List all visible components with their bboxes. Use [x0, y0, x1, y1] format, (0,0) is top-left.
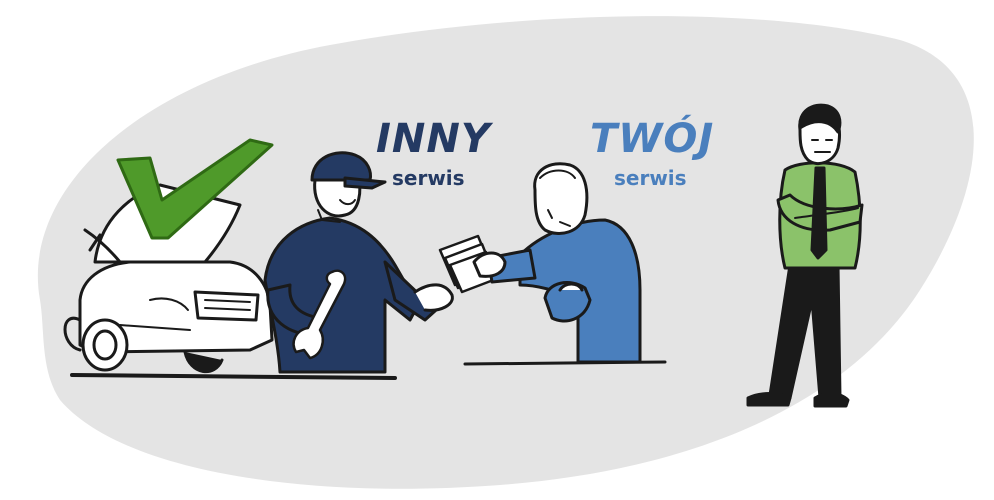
customer-illustration — [472, 162, 642, 364]
checkmark-icon — [116, 138, 274, 240]
other-service-subtitle: serwis — [392, 166, 465, 190]
ground-line-left — [70, 373, 397, 380]
wrench-icon — [292, 269, 347, 360]
man-in-green-illustration — [746, 103, 864, 408]
other-service-title: INNY — [376, 116, 491, 162]
your-service-subtitle: serwis — [614, 166, 687, 190]
your-service-title: TWÓJ — [590, 116, 715, 162]
background-blob — [37, 16, 974, 489]
